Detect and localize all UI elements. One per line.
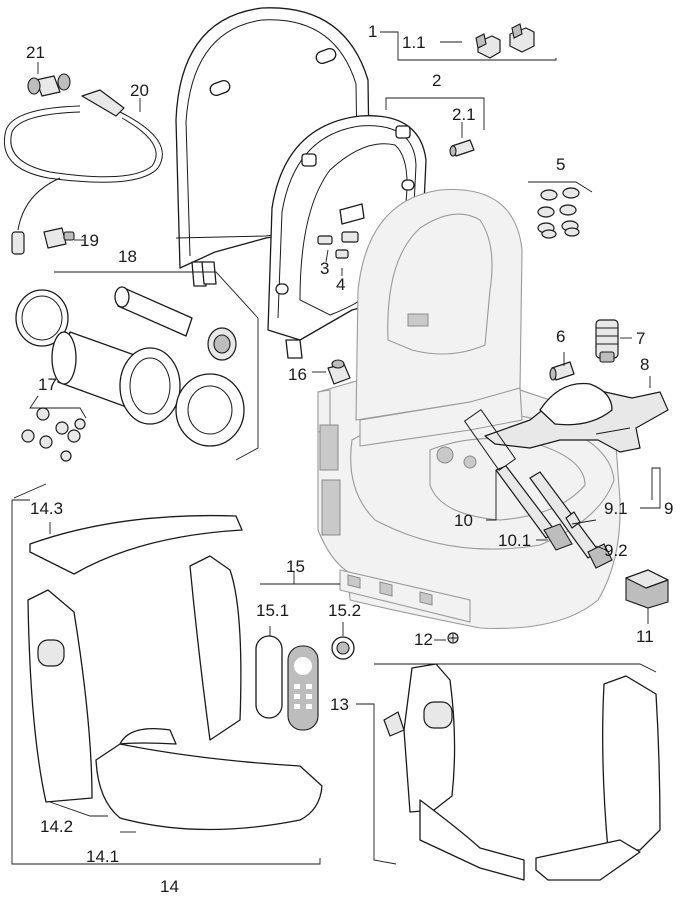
- callout-5: 5: [556, 155, 565, 174]
- hose-unit: [463, 408, 573, 551]
- hose-connector: [595, 319, 619, 363]
- callout-labels: 1 1.1 2 2.1 3 4 5 6 7 8 9 9.1 9.2 10 10.…: [26, 22, 673, 896]
- callout-17: 17: [38, 375, 57, 394]
- callout-4: 4: [336, 275, 345, 294]
- callout-14-3: 14.3: [30, 499, 63, 518]
- callout-1: 1: [368, 22, 377, 41]
- callout-16: 16: [288, 365, 307, 384]
- nuts-and-washers: [21, 407, 86, 462]
- remote-control: [255, 635, 355, 731]
- small-screw: [447, 632, 459, 644]
- callout-21: 21: [26, 43, 45, 62]
- small-pins: [317, 231, 359, 259]
- mounting-plate: [484, 382, 669, 453]
- callout-14-1: 14.1: [86, 847, 119, 866]
- callout-10: 10: [454, 511, 473, 530]
- seat-buffers: [537, 187, 580, 239]
- callout-14: 14: [160, 877, 179, 896]
- callout-2: 2: [432, 71, 441, 90]
- callout-6: 6: [556, 327, 565, 346]
- leader-lines: [11, 31, 661, 865]
- callout-15-1: 15.1: [256, 601, 289, 620]
- callout-15: 15: [286, 557, 305, 576]
- hinge-pin: [449, 139, 475, 157]
- water-valve: [327, 359, 351, 385]
- hinge-parts: [475, 23, 535, 59]
- filter-cube: [625, 569, 669, 609]
- callout-7: 7: [636, 329, 645, 348]
- callout-9: 9: [664, 499, 673, 518]
- callout-14-2: 14.2: [40, 817, 73, 836]
- callout-12: 12: [414, 630, 433, 649]
- cover-set-14: [27, 514, 323, 831]
- callout-9-2: 9.2: [604, 541, 628, 560]
- callout-1-1: 1.1: [402, 33, 426, 52]
- cover-set-13: [383, 663, 661, 881]
- flexible-hose: [3, 89, 163, 255]
- shutoff-valve: [43, 227, 75, 249]
- seat-ring-ghost: [355, 188, 523, 447]
- callout-10-1: 10.1: [498, 531, 531, 550]
- callout-20: 20: [130, 81, 149, 100]
- callout-15-2: 15.2: [328, 601, 361, 620]
- pipe-kit: [15, 286, 245, 447]
- callout-13: 13: [330, 695, 349, 714]
- callout-11: 11: [636, 627, 654, 646]
- angle-valve: [27, 73, 71, 97]
- callout-8: 8: [640, 355, 649, 374]
- callout-19: 19: [80, 231, 99, 250]
- callout-18: 18: [118, 247, 137, 266]
- callout-9-1: 9.1: [604, 499, 628, 518]
- callout-2-1: 2.1: [452, 105, 476, 124]
- callout-3: 3: [320, 259, 329, 278]
- cylinder-pin: [549, 361, 575, 381]
